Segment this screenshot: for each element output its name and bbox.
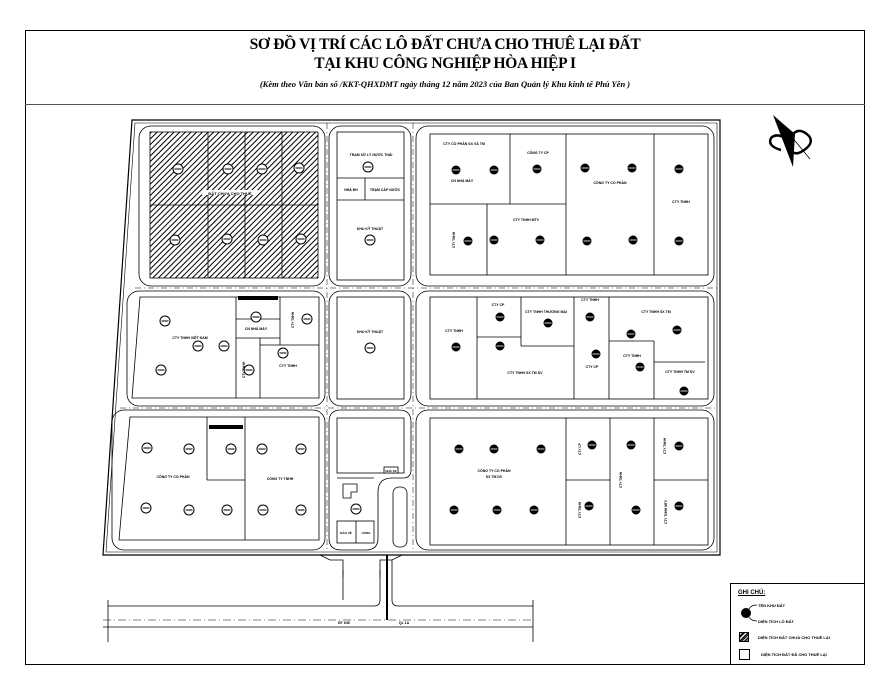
svg-text:CTY TNHH: CTY TNHH (445, 329, 463, 333)
svg-text:CTY TNHH THƯƠNG MẠI: CTY TNHH THƯƠNG MẠI (525, 310, 567, 314)
svg-text:KHU KỸ THUẬT: KHU KỸ THUẬT (357, 329, 384, 334)
svg-text:CTY TNHH: CTY TNHH (672, 200, 690, 204)
page-title-line2: TẠI KHU CÔNG NGHIỆP HÒA HIỆP I (314, 55, 576, 72)
legend-unleased: DIỆN TÍCH ĐẤT CHƯA CHO THUÊ LẠI (758, 635, 830, 640)
svg-text:CTY TNHH: CTY TNHH (619, 471, 623, 488)
svg-text:NHÀ XE: NHÀ XE (385, 468, 396, 473)
svg-text:CTY TNHH: CTY TNHH (242, 361, 246, 378)
svg-text:CN NHÀ MÁY: CN NHÀ MÁY (451, 178, 474, 183)
block-mid-right (429, 296, 709, 400)
svg-text:CTY CP: CTY CP (578, 442, 582, 455)
block-bottom-middle (336, 417, 405, 544)
svg-text:CTY TNHH VIỆT NAM: CTY TNHH VIỆT NAM (172, 335, 207, 340)
svg-text:CTY TNHH: CTY TNHH (663, 437, 667, 454)
svg-text:CTY CỔ PHẦN SX VÀ TM: CTY CỔ PHẦN SX VÀ TM (443, 141, 485, 146)
legend: GHI CHÚ: TÊN KHU ĐẤT DIỆN TÍCH LÔ ĐẤT DI… (730, 583, 865, 665)
svg-text:ĐT 645: ĐT 645 (338, 621, 350, 625)
legend-leased: DIỆN TÍCH ĐẤT ĐÃ CHO THUÊ LẠI (761, 652, 827, 657)
block-mid-middle (336, 296, 405, 400)
block-top-middle (336, 131, 405, 281)
svg-text:CN NHÀ MÁY: CN NHÀ MÁY (245, 326, 268, 331)
svg-text:BẢO VỆ: BẢO VỆ (340, 530, 352, 535)
block-bottom-left (118, 416, 320, 541)
svg-text:NHÀ ĐH: NHÀ ĐH (344, 187, 358, 192)
svg-text:CỔNG: CỔNG (362, 530, 372, 535)
svg-text:CTY TNHH TM DV: CTY TNHH TM DV (665, 370, 695, 374)
svg-text:CÔNG TY CỔ PHẦN: CÔNG TY CỔ PHẦN (594, 180, 627, 185)
entry-road (103, 554, 534, 642)
svg-text:CTY TNHH SX TM: CTY TNHH SX TM (641, 310, 670, 314)
svg-text:CTY TNHH: CTY TNHH (578, 501, 582, 518)
svg-text:KHU KỸ THUẬT: KHU KỸ THUẬT (357, 226, 384, 231)
page-subtitle: (Kèm theo Văn bản số /KKT-QHXDMT ngày th… (259, 79, 631, 89)
svg-text:CTY TNHH MTV: CTY TNHH MTV (664, 499, 668, 524)
svg-text:CTY TNHH: CTY TNHH (279, 364, 297, 368)
drawing-frame (25, 30, 865, 665)
svg-text:CTY TNHH: CTY TNHH (581, 298, 599, 302)
svg-text:CTY TNHH: CTY TNHH (623, 354, 641, 358)
svg-text:CTY TNHH: CTY TNHH (452, 231, 456, 248)
svg-text:CÔNG TY CỔ PHẦN: CÔNG TY CỔ PHẦN (478, 468, 511, 473)
legend-title: GHI CHÚ: (738, 590, 766, 596)
svg-text:TRẠM XỬ LÝ NƯỚC THẢI: TRẠM XỬ LÝ NƯỚC THẢI (350, 152, 393, 157)
svg-text:ĐẤT CHƯA CHO THUÊ: ĐẤT CHƯA CHO THUÊ (208, 191, 252, 196)
title-block: SƠ ĐỒ VỊ TRÍ CÁC LÔ ĐẤT CHƯA CHO THUÊ LẠ… (25, 30, 865, 105)
svg-text:CÔNG TY CỔ PHẦN: CÔNG TY CỔ PHẦN (157, 474, 190, 479)
svg-text:CÔNG TY CP: CÔNG TY CP (527, 150, 549, 155)
block-bottom-right (429, 417, 709, 546)
legend-lot-area: DIỆN TÍCH LÔ ĐẤT (758, 619, 794, 624)
svg-text:CTY TNHH MTV: CTY TNHH MTV (513, 218, 540, 222)
block-top-right (429, 133, 709, 276)
lot-marker-icon (741, 604, 758, 622)
north-arrow-icon (768, 115, 812, 167)
svg-text:CTY TNHH: CTY TNHH (291, 311, 295, 328)
svg-text:CÔNG TY TNHH: CÔNG TY TNHH (267, 476, 294, 481)
svg-text:CTY CP: CTY CP (492, 303, 505, 307)
site-boundary (102, 119, 721, 556)
page-title-line1: SƠ ĐỒ VỊ TRÍ CÁC LÔ ĐẤT CHƯA CHO THUÊ LẠ… (249, 36, 641, 53)
hatched-swatch-icon (739, 632, 749, 642)
empty-swatch-icon (739, 649, 750, 660)
hatched-land-block: ĐẤT CHƯA CHO THUÊ (149, 131, 319, 279)
svg-text:CTY CP: CTY CP (586, 365, 599, 369)
svg-text:TRẠM CẤP NƯỚC: TRẠM CẤP NƯỚC (370, 187, 401, 192)
svg-text:CTY TNHH SX TM DV: CTY TNHH SX TM DV (507, 371, 543, 375)
svg-text:SX TM DV: SX TM DV (486, 475, 503, 479)
svg-text:QL 1A: QL 1A (399, 621, 410, 625)
legend-lot-name: TÊN KHU ĐẤT (758, 603, 786, 608)
